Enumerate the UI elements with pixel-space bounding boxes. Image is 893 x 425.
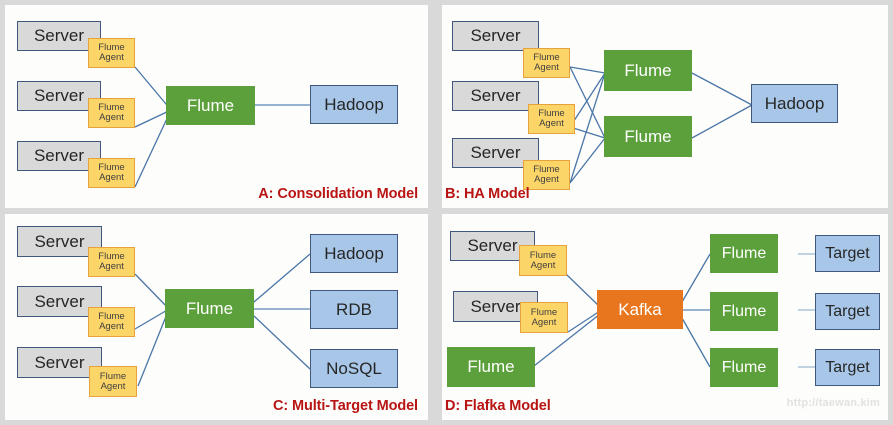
- flume-consumer-3-label: Flume: [721, 358, 767, 376]
- target-2-label: Target: [825, 302, 870, 320]
- flume-agent-1-label-line2: Agent: [99, 261, 124, 272]
- flume-agent-2-label-line2: Agent: [539, 118, 564, 129]
- server-1[interactable]: Server: [17, 21, 101, 51]
- nosql-sink[interactable]: NoSQL: [310, 349, 398, 388]
- flume-agent-3-label-line1: Flume: [98, 162, 125, 174]
- flume-agent-2[interactable]: Flume Agent: [528, 104, 575, 134]
- server-3-label: Server: [33, 146, 85, 165]
- hadoop-sink-label: Hadoop: [324, 94, 384, 114]
- flume-agent-1-label-line1: Flume: [98, 42, 125, 54]
- flume-agent-2-label-line1: Flume: [98, 311, 125, 323]
- panel-b-connectors: [569, 66, 753, 184]
- flume-agent-1[interactable]: Flume Agent: [88, 247, 135, 277]
- site-watermark: http://taewan.kim: [786, 397, 880, 409]
- target-3[interactable]: Target: [815, 349, 880, 386]
- panel-c-connectors: [134, 253, 311, 387]
- server-1-label: Server: [467, 236, 518, 255]
- flume-consumer-2[interactable]: Flume: [710, 292, 778, 331]
- flume-consumer-3[interactable]: Flume: [710, 348, 778, 387]
- hadoop-sink[interactable]: Hadoop: [310, 85, 398, 124]
- flume-collector-label: Flume: [186, 95, 235, 115]
- flume-agent-2-label-line1: Flume: [538, 108, 565, 120]
- flume-agent-3[interactable]: Flume Agent: [88, 158, 135, 188]
- flume-agent-1-label-line2: Agent: [530, 259, 556, 271]
- flume-agent-2[interactable]: Flume Agent: [88, 98, 135, 128]
- server-3-label: Server: [470, 143, 521, 162]
- flume-collector[interactable]: Flume: [166, 86, 255, 125]
- panel-c-title: C: Multi-Target Model: [272, 398, 418, 414]
- flume-collector[interactable]: Flume: [165, 289, 254, 328]
- hadoop-sink[interactable]: Hadoop: [310, 234, 398, 273]
- flume-agent-3-label-line2: Agent: [99, 172, 124, 183]
- flume-collector-2-label: Flume: [624, 126, 672, 146]
- panel-d-title: D: Flafka Model: [445, 398, 551, 414]
- flume-agent-1-label-line1: Flume: [98, 251, 125, 263]
- panel-b-ha-model: Server Flume Agent Server Flume Agent Se…: [442, 5, 888, 208]
- server-2[interactable]: Server: [453, 291, 538, 322]
- server-3-label: Server: [34, 352, 85, 372]
- hadoop-sink-label: Hadoop: [324, 243, 384, 263]
- flume-agent-1[interactable]: Flume Agent: [88, 38, 135, 68]
- flume-agent-2-label-line1: Flume: [98, 102, 125, 114]
- flume-agent-2-label-line2: Agent: [531, 316, 557, 328]
- server-2-label: Server: [470, 86, 521, 105]
- target-1[interactable]: Target: [815, 235, 880, 272]
- flume-consumer-1[interactable]: Flume: [710, 234, 778, 273]
- flume-agent-2[interactable]: Flume Agent: [88, 307, 135, 337]
- server-1-label: Server: [470, 26, 521, 45]
- flume-agent-1[interactable]: Flume Agent: [519, 245, 567, 276]
- flume-collector-2[interactable]: Flume: [604, 116, 692, 157]
- panel-c-multi-target-model: Server Flume Agent Server Flume Agent Se…: [5, 214, 428, 420]
- server-2[interactable]: Server: [452, 81, 539, 111]
- server-1-label: Server: [34, 231, 85, 251]
- server-1[interactable]: Server: [17, 226, 102, 257]
- rdb-sink[interactable]: RDB: [310, 290, 398, 329]
- flume-collector-1[interactable]: Flume: [604, 50, 692, 91]
- server-1-label: Server: [33, 26, 85, 45]
- flume-agent-3-label-line2: Agent: [534, 174, 559, 185]
- flume-agent-1-label-line2: Agent: [99, 52, 124, 63]
- rdb-sink-label: RDB: [336, 299, 372, 319]
- panel-a-title: A: Consolidation Model: [258, 186, 418, 202]
- server-3[interactable]: Server: [17, 141, 101, 171]
- flume-consumer-1-label: Flume: [721, 244, 767, 262]
- flume-agent-3[interactable]: Flume Agent: [523, 160, 570, 190]
- kafka-broker-label: Kafka: [618, 299, 662, 319]
- hadoop-sink-label: Hadoop: [764, 93, 825, 113]
- panel-b-title: B: HA Model: [445, 186, 530, 202]
- flume-agent-1-label-line1: Flume: [533, 52, 560, 64]
- flume-agent-2[interactable]: Flume Agent: [520, 302, 568, 333]
- panel-d-flafka-model: Server Flume Agent Server Flume Agent Fl…: [442, 214, 888, 420]
- server-3[interactable]: Server: [17, 347, 102, 378]
- server-2[interactable]: Server: [17, 286, 102, 317]
- flume-agent-3-label-line2: Agent: [100, 380, 126, 392]
- flume-agent-1-label-line2: Agent: [534, 62, 559, 73]
- flume-agent-2-label-line2: Agent: [99, 112, 124, 123]
- flume-source-label: Flume: [467, 357, 515, 376]
- target-2[interactable]: Target: [815, 293, 880, 330]
- server-2-label: Server: [33, 86, 85, 105]
- target-3-label: Target: [825, 358, 870, 376]
- server-1[interactable]: Server: [452, 21, 539, 51]
- flume-agent-2-label-line2: Agent: [99, 321, 124, 332]
- flume-agent-1[interactable]: Flume Agent: [523, 48, 570, 78]
- server-2[interactable]: Server: [17, 81, 101, 111]
- flume-agent-3[interactable]: Flume Agent: [89, 366, 137, 397]
- flume-source[interactable]: Flume: [447, 347, 535, 387]
- nosql-sink-label: NoSQL: [326, 358, 382, 378]
- flume-agent-2-label-line1: Flume: [530, 306, 558, 318]
- flume-collector-label: Flume: [185, 298, 234, 318]
- hadoop-sink[interactable]: Hadoop: [751, 84, 838, 123]
- server-2-label: Server: [34, 291, 85, 311]
- server-2-label: Server: [470, 296, 521, 316]
- flume-consumer-2-label: Flume: [721, 302, 767, 320]
- kafka-broker[interactable]: Kafka: [597, 290, 683, 329]
- target-1-label: Target: [825, 244, 870, 262]
- flume-agent-1-label-line1: Flume: [529, 249, 557, 261]
- flume-agent-3-label-line1: Flume: [99, 370, 127, 382]
- panel-a-connectors: [134, 66, 310, 188]
- flume-collector-1-label: Flume: [624, 60, 672, 80]
- flume-agent-3-label-line1: Flume: [533, 164, 560, 176]
- panel-a-consolidation-model: Server Flume Agent Server Flume Agent Se…: [5, 5, 428, 208]
